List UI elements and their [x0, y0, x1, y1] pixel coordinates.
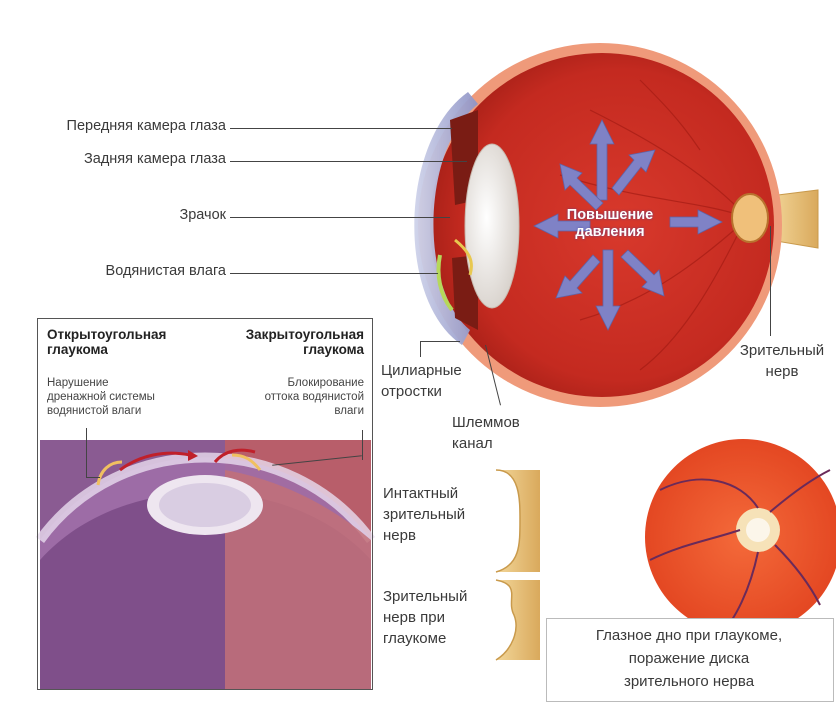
label-posterior-chamber: Задняя камера глаза — [8, 151, 226, 167]
nerve-profiles — [496, 470, 540, 660]
label-pressure-increase: Повышение давления — [555, 207, 665, 241]
leader-optic-nerve — [770, 226, 771, 336]
label-ciliary-processes: Цилиарные отростки — [381, 360, 462, 402]
leader-ciliary-processes-h — [420, 341, 460, 342]
leader-posterior-chamber — [230, 161, 467, 162]
fundus-image — [645, 439, 836, 635]
label-pupil: Зрачок — [8, 207, 226, 223]
label-anterior-chamber: Передняя камера глаза — [8, 118, 226, 134]
leader-pupil — [230, 217, 450, 218]
leader-open-angle — [86, 428, 87, 478]
label-optic-nerve: Зрительный нерв — [727, 340, 836, 382]
leader-anterior-chamber — [230, 128, 452, 129]
closed-angle-title: Закрытоугольная глаукома — [212, 327, 364, 357]
open-angle-title: Открытоугольная глаукома — [47, 327, 166, 357]
leader-open-angle-foot — [86, 477, 100, 478]
leader-aqueous-humor — [230, 273, 438, 274]
closed-angle-desc: Блокирование оттока водянистой влаги — [222, 376, 364, 418]
label-aqueous-humor: Водянистая влага — [8, 263, 226, 279]
leader-ciliary-processes-v — [420, 341, 421, 357]
open-angle-desc: Нарушение дренажной системы водянистой в… — [47, 376, 155, 418]
fundus-caption: Глазное дно при глаукоме, поражение диск… — [546, 624, 832, 693]
leader-closed-angle — [362, 430, 363, 460]
label-glaucoma-nerve: Зрительный нерв при глаукоме — [383, 586, 467, 649]
label-schlemm-canal: Шлеммов канал — [452, 412, 520, 454]
glaucoma-comparison-box — [37, 318, 373, 690]
label-intact-nerve: Интактный зрительный нерв — [383, 483, 465, 546]
